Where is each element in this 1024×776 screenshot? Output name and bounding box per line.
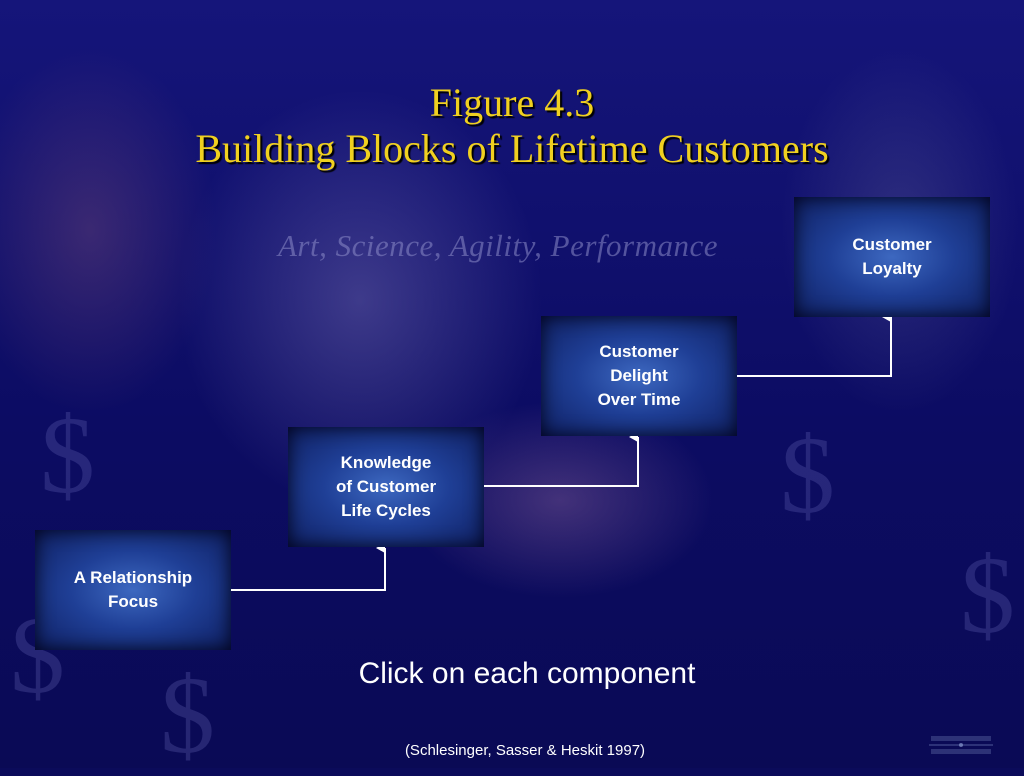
slide-title: Figure 4.3 Building Blocks of Lifetime C… [0,80,1024,172]
publisher-logo [925,733,997,757]
click-instruction: Click on each component [358,657,696,690]
block-relationship-focus[interactable]: A Relationship Focus [35,530,231,650]
block-label: Customer Loyalty [852,235,932,278]
connector-arrow-1 [231,543,386,591]
figure-number: Figure 4.3 [429,80,595,125]
block-label: Knowledge of Customer Life Cycles [335,453,437,520]
block-customer-loyalty[interactable]: Customer Loyalty [794,197,990,317]
figure-title: Building Blocks of Lifetime Customers [195,126,829,171]
publisher-logo-mark [929,736,993,754]
dollar-sign-decoration: $ [40,394,95,516]
block-label: A Relationship Focus [73,568,193,611]
block-label: Customer Delight Over Time [597,342,681,409]
connector-arrow-2 [484,432,639,487]
dollar-sign-decoration: $ [960,534,1015,656]
connector-arrow-3 [737,312,892,377]
background-tagline: Art, Science, Agility, Performance [278,228,718,263]
citation: (Schlesinger, Sasser & Heskit 1997) [404,742,646,759]
block-knowledge-customer-life-cycles[interactable]: Knowledge of Customer Life Cycles [288,427,484,547]
dollar-sign-decoration: $ [160,654,215,776]
block-customer-delight-over-time[interactable]: Customer Delight Over Time [541,316,737,436]
dollar-sign-decoration: $ [780,414,835,536]
